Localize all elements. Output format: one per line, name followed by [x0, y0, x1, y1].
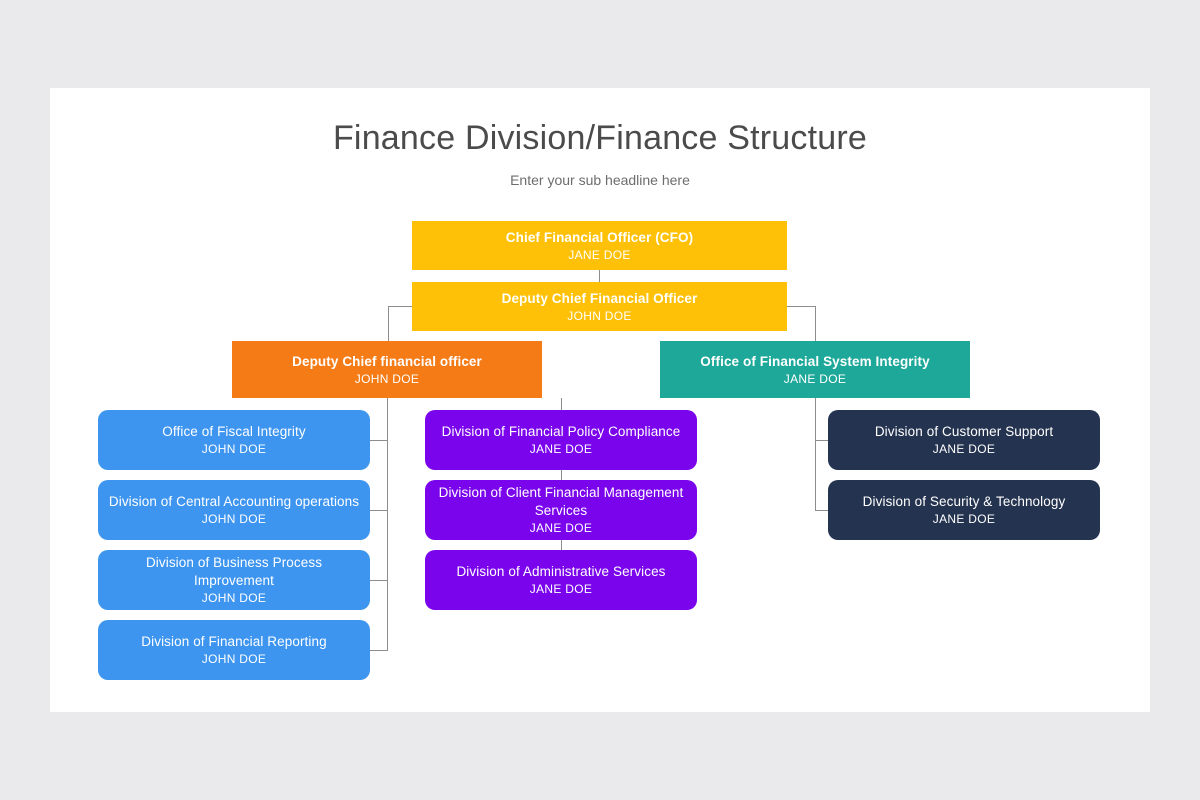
node-person: JOHN DOE	[201, 512, 267, 526]
node-person: JANE DOE	[529, 442, 593, 456]
connector-right-spine	[815, 398, 816, 510]
node-title: Division of Customer Support	[874, 424, 1054, 439]
node-person: JANE DOE	[783, 371, 847, 386]
connector-dcfo-drop-right	[815, 306, 816, 341]
node-title: Division of Client Financial Management …	[438, 485, 684, 518]
connector-stub-dst	[815, 510, 833, 511]
node-person: JANE DOE	[932, 442, 996, 456]
node-title: Division of Administrative Services	[456, 564, 666, 579]
node-office-of-financial-system-integrity[interactable]: Office of Financial System Integrity JAN…	[660, 341, 970, 398]
page-subtitle: Enter your sub headline here	[510, 172, 690, 188]
node-title: Division of Financial Reporting	[141, 634, 327, 649]
node-division-of-security-and-technology[interactable]: Division of Security & Technology JANE D…	[828, 480, 1100, 540]
connector-center-spine-mid2	[561, 540, 562, 552]
node-division-of-business-process-improvement[interactable]: Division of Business Process Improvement…	[98, 550, 370, 610]
node-division-of-financial-policy-compliance[interactable]: Division of Financial Policy Compliance …	[425, 410, 697, 470]
connector-dcfo-bus-left	[388, 306, 413, 307]
node-title: Division of Business Process Improvement	[145, 555, 323, 588]
connector-center-spine-top	[561, 398, 562, 411]
connector-left-spine	[387, 398, 388, 650]
node-division-of-financial-reporting[interactable]: Division of Financial Reporting JOHN DOE	[98, 620, 370, 680]
node-person: JOHN DOE	[201, 652, 267, 666]
connector-cfo-to-dcfo	[599, 270, 600, 283]
node-deputy-chief-financial-officer[interactable]: Deputy Chief Financial Officer JOHN DOE	[412, 282, 787, 331]
connector-stub-dcao	[370, 510, 388, 511]
node-division-of-central-accounting-operations[interactable]: Division of Central Accounting operation…	[98, 480, 370, 540]
connector-stub-dbpi	[370, 580, 388, 581]
connector-stub-ofi	[370, 440, 388, 441]
node-title: Deputy Chief Financial Officer	[501, 290, 698, 306]
connector-center-spine-mid1	[561, 470, 562, 482]
node-title: Division of Financial Policy Compliance	[441, 424, 681, 439]
node-title: Office of Financial System Integrity	[700, 353, 930, 369]
node-title: Division of Central Accounting operation…	[108, 494, 360, 509]
node-title: Division of Security & Technology	[862, 494, 1066, 509]
node-person: JOHN DOE	[567, 308, 632, 323]
node-office-of-fiscal-integrity[interactable]: Office of Fiscal Integrity JOHN DOE	[98, 410, 370, 470]
node-person: JANE DOE	[932, 512, 996, 526]
node-person: JOHN DOE	[354, 371, 420, 386]
node-division-of-client-financial-management-services[interactable]: Division of Client Financial Management …	[425, 480, 697, 540]
node-person: JANE DOE	[529, 582, 593, 596]
node-division-of-customer-support[interactable]: Division of Customer Support JANE DOE	[828, 410, 1100, 470]
node-person: JOHN DOE	[201, 591, 267, 605]
node-division-of-administrative-services[interactable]: Division of Administrative Services JANE…	[425, 550, 697, 610]
slide: Finance Division/Finance Structure Enter…	[50, 88, 1150, 712]
node-deputy-chief-financial-officer-2[interactable]: Deputy Chief financial officer JOHN DOE	[232, 341, 542, 398]
node-title: Chief Financial Officer (CFO)	[505, 229, 694, 245]
node-title: Deputy Chief financial officer	[292, 353, 482, 369]
connector-dcfo-drop-left	[388, 306, 389, 341]
connector-dcfo-bus-right	[785, 306, 815, 307]
connector-stub-dcs	[815, 440, 833, 441]
node-chief-financial-officer[interactable]: Chief Financial Officer (CFO) JANE DOE	[412, 221, 787, 270]
node-person: JANE DOE	[529, 521, 593, 535]
connector-stub-dfr	[370, 650, 388, 651]
page-title: Finance Division/Finance Structure	[332, 119, 868, 157]
node-person: JOHN DOE	[201, 442, 267, 456]
node-person: JANE DOE	[568, 247, 631, 262]
node-title: Office of Fiscal Integrity	[162, 424, 306, 439]
